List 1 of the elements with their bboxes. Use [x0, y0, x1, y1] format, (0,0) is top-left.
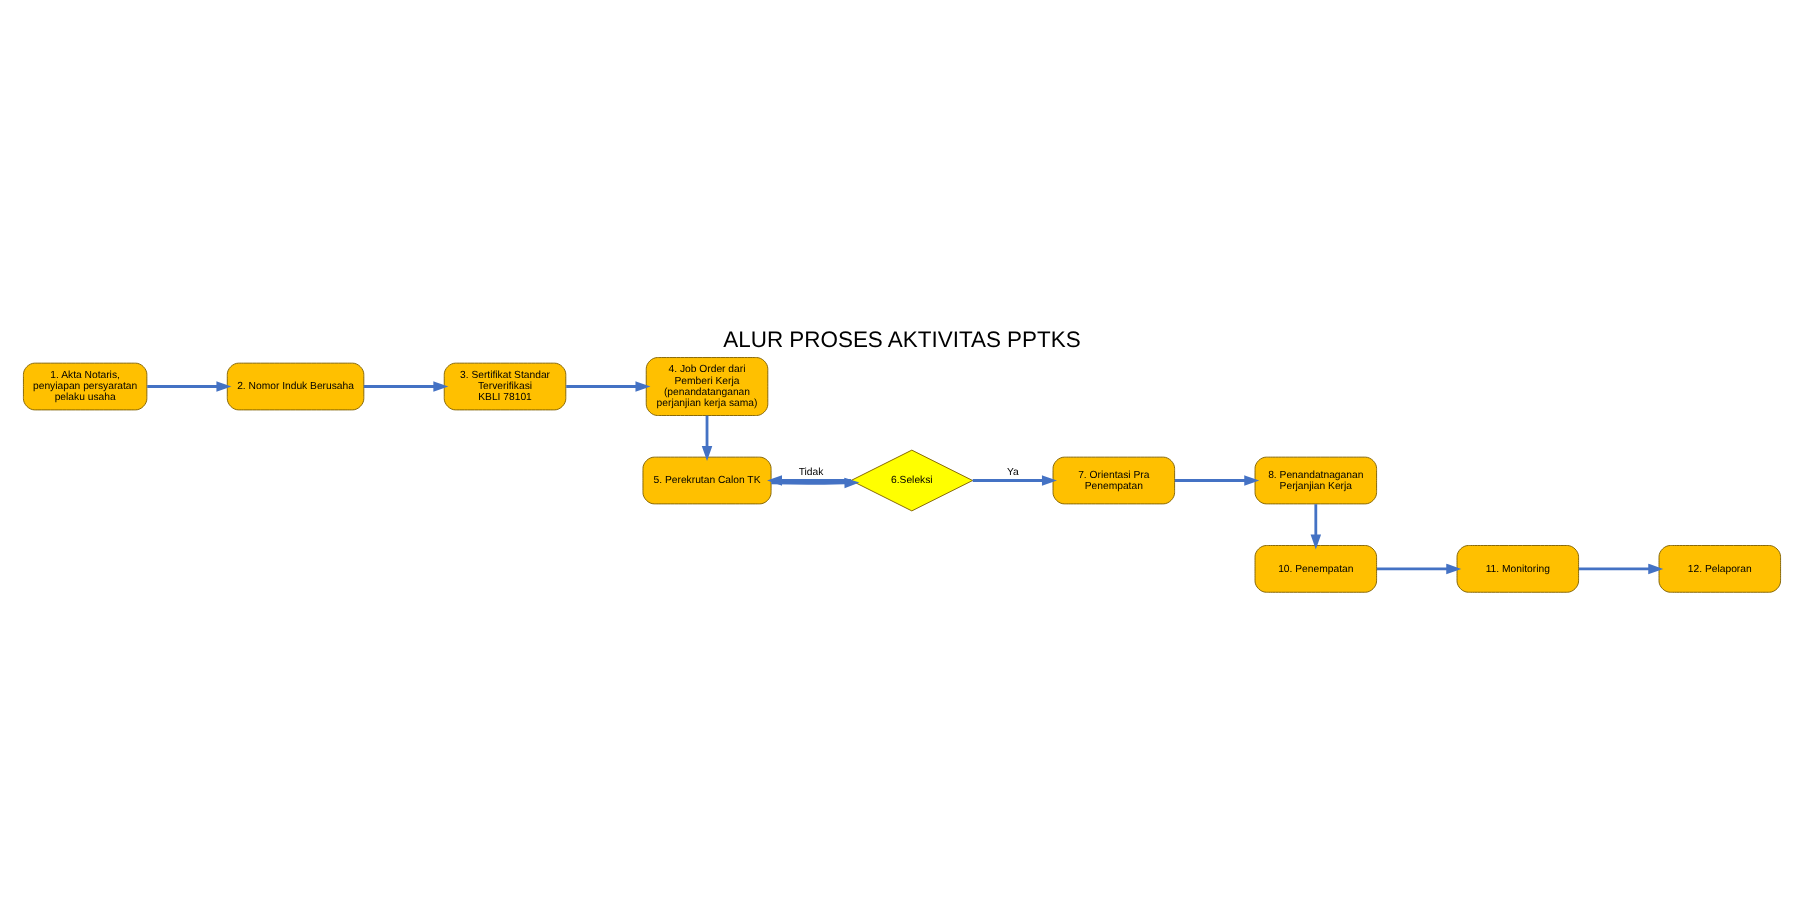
- diagram-title: ALUR PROSES AKTIVITAS PPTKS: [723, 328, 1081, 353]
